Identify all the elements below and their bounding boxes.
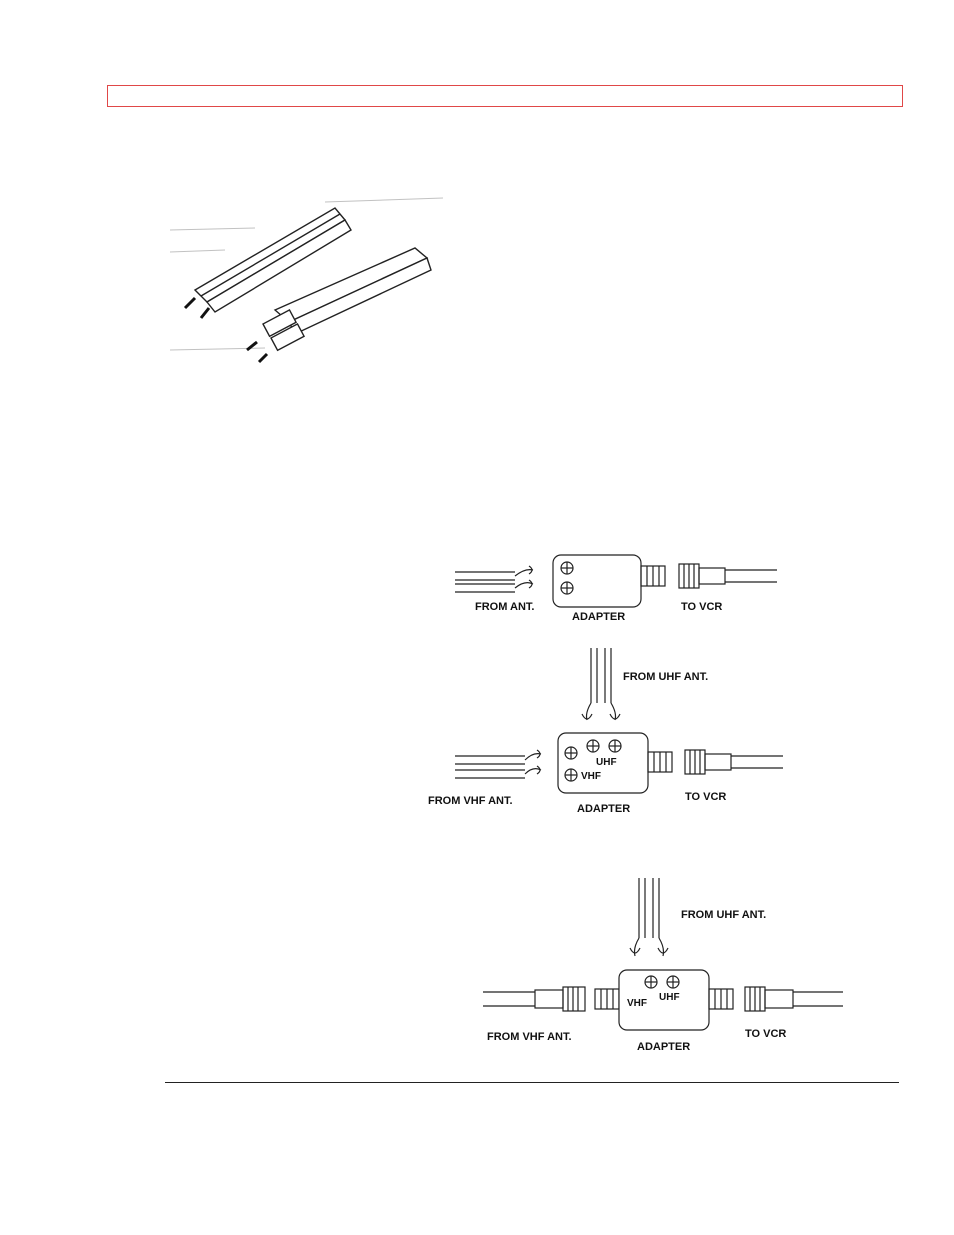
from-uhf-label: FROM UHF ANT. — [623, 671, 708, 683]
vhf-terminal-label: VHF — [581, 771, 601, 782]
from-uhf-label: FROM UHF ANT. — [681, 909, 766, 921]
from-vhf-label: FROM VHF ANT. — [487, 1031, 572, 1043]
to-vcr-label: TO VCR — [685, 791, 726, 803]
coaxial-uhf-vhf-adapter-diagram: FROM UHF ANT. VHF UHF FROM VHF ANT. ADAP… — [483, 878, 848, 1058]
uhf-terminal-label: UHF — [659, 992, 680, 1003]
uhf-terminal-label: UHF — [596, 757, 617, 768]
single-antenna-adapter-diagram: FROM ANT. ADAPTER TO VCR — [455, 550, 785, 630]
header-bar — [107, 85, 903, 107]
from-vhf-label: FROM VHF ANT. — [428, 795, 513, 807]
separate-uhf-vhf-adapter-diagram: FROM UHF ANT. UHF VHF FROM VHF ANT. ADAP… — [425, 648, 790, 818]
to-vcr-label: TO VCR — [681, 601, 722, 613]
twin-lead-cable-illustration — [165, 190, 445, 370]
footer-rule — [165, 1082, 899, 1083]
vhf-terminal-label: VHF — [627, 998, 647, 1009]
adapter-label: ADAPTER — [572, 611, 625, 623]
to-vcr-label: TO VCR — [745, 1028, 786, 1040]
from-ant-label: FROM ANT. — [475, 601, 534, 613]
adapter-label: ADAPTER — [577, 803, 630, 815]
adapter-label: ADAPTER — [637, 1041, 690, 1053]
